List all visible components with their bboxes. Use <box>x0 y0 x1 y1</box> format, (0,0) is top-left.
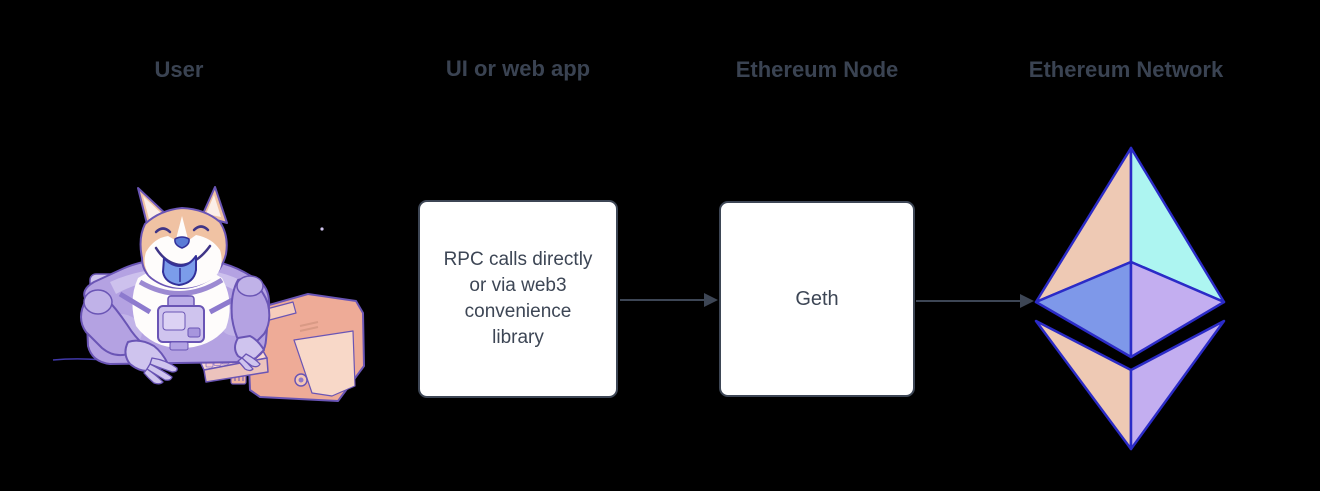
spark-dot <box>320 227 324 231</box>
arrow-geth-to-network <box>916 294 1034 308</box>
ethereum-logo-icon <box>1034 146 1226 451</box>
chest-pack <box>157 295 205 351</box>
eth-mid-right-face <box>1129 260 1226 359</box>
column-label-user: User <box>154 57 204 82</box>
ui-node-text-line: RPC calls directly <box>443 249 593 270</box>
column-label-ethereum-network: Ethereum Network <box>1028 57 1224 82</box>
happy-eye-right <box>192 225 210 232</box>
arrow-webapp-to-geth <box>620 293 718 307</box>
ui-node-text-line: or via web3 <box>469 275 567 296</box>
geth-label: Geth <box>795 288 839 310</box>
column-label-ui-or-web-app: UI or web app <box>445 56 591 81</box>
happy-eye-left <box>154 227 172 234</box>
ui-node-text-line: library <box>492 327 544 348</box>
eth-lower-right-face <box>1129 319 1226 451</box>
doge-astronaut-illustration <box>52 186 365 402</box>
doge-astronaut-icon <box>80 186 271 385</box>
ui-web-app-node: RPC calls directly or via web3 convenien… <box>418 200 618 398</box>
column-label-ethereum-node: Ethereum Node <box>735 57 899 82</box>
ui-node-text-line: convenience <box>464 301 572 322</box>
nose <box>174 236 190 249</box>
ethereum-node-box: Geth <box>719 201 915 397</box>
